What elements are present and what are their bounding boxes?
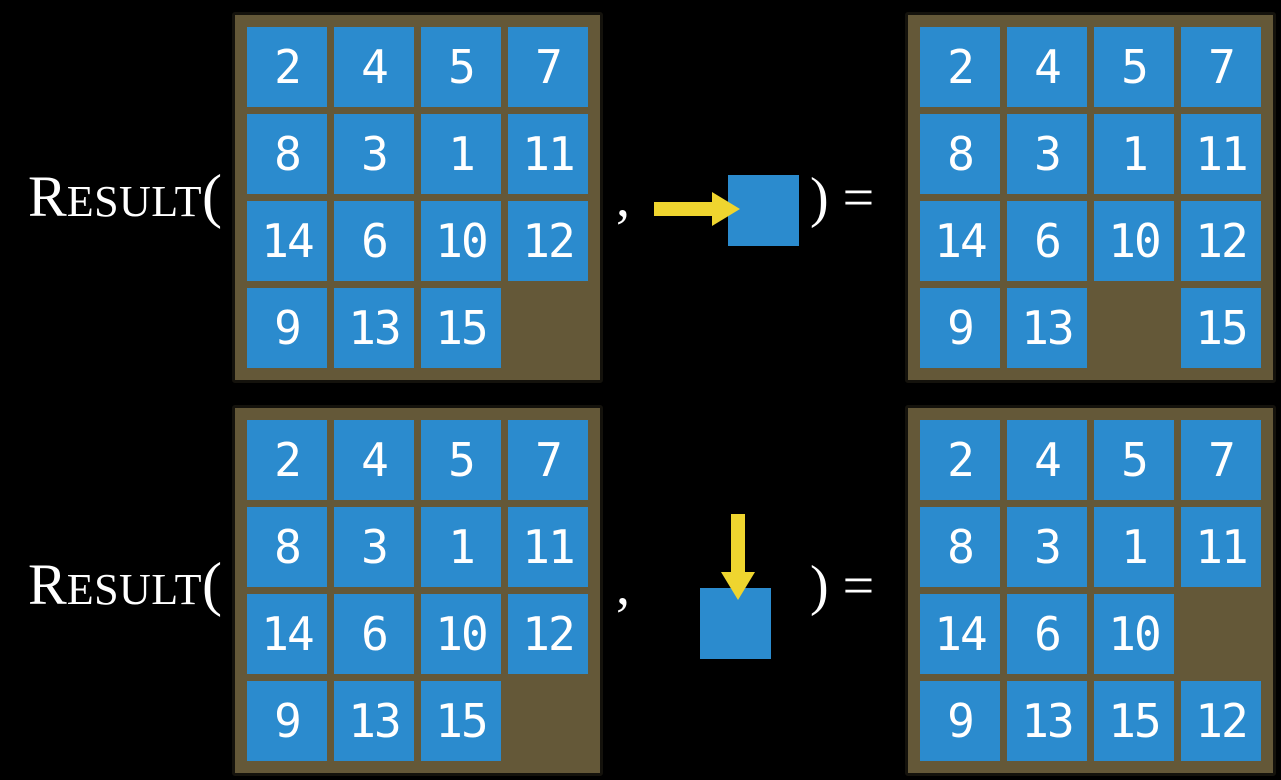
tile-11: 11 <box>1181 507 1261 587</box>
tile-5: 5 <box>421 420 501 500</box>
tile-10: 10 <box>1094 594 1174 674</box>
blank-tile-icon <box>728 175 799 246</box>
tile-7: 7 <box>1181 420 1261 500</box>
tile-6: 6 <box>1007 594 1087 674</box>
tile-3: 3 <box>334 507 414 587</box>
empty-cell <box>1094 288 1174 368</box>
tile-1: 1 <box>1094 114 1174 194</box>
empty-cell <box>508 681 588 761</box>
tile-15: 15 <box>1094 681 1174 761</box>
tile-4: 4 <box>1007 420 1087 500</box>
tile-12: 12 <box>508 594 588 674</box>
tile-14: 14 <box>920 201 1000 281</box>
tile-10: 10 <box>1094 201 1174 281</box>
tile-12: 12 <box>508 201 588 281</box>
tile-5: 5 <box>1094 420 1174 500</box>
comma: , <box>616 167 630 229</box>
close-paren-equals: ) = <box>810 555 875 617</box>
tile-9: 9 <box>247 288 327 368</box>
empty-cell <box>508 288 588 368</box>
tile-8: 8 <box>920 114 1000 194</box>
tile-10: 10 <box>421 594 501 674</box>
blank-tile-icon <box>700 588 771 659</box>
tile-6: 6 <box>1007 201 1087 281</box>
tile-8: 8 <box>247 114 327 194</box>
close-paren-equals: ) = <box>810 167 875 229</box>
tile-2: 2 <box>920 27 1000 107</box>
down-arrow-icon <box>721 514 755 600</box>
tile-14: 14 <box>920 594 1000 674</box>
tile-13: 13 <box>334 288 414 368</box>
tile-13: 13 <box>1007 288 1087 368</box>
tile-3: 3 <box>334 114 414 194</box>
tile-5: 5 <box>1094 27 1174 107</box>
tile-2: 2 <box>247 27 327 107</box>
tile-6: 6 <box>334 594 414 674</box>
tile-10: 10 <box>421 201 501 281</box>
tile-2: 2 <box>920 420 1000 500</box>
tile-11: 11 <box>508 507 588 587</box>
open-paren: ( <box>202 551 223 617</box>
open-paren: ( <box>202 163 223 229</box>
tile-15: 15 <box>421 681 501 761</box>
tile-12: 12 <box>1181 201 1261 281</box>
tile-7: 7 <box>508 420 588 500</box>
tile-7: 7 <box>1181 27 1261 107</box>
tile-4: 4 <box>334 27 414 107</box>
right-arrow-icon <box>654 192 740 226</box>
tile-8: 8 <box>920 507 1000 587</box>
tile-3: 3 <box>1007 114 1087 194</box>
tile-9: 9 <box>920 288 1000 368</box>
tile-13: 13 <box>1007 681 1087 761</box>
tile-14: 14 <box>247 594 327 674</box>
tile-15: 15 <box>1181 288 1261 368</box>
function-label-initial: R <box>28 164 67 229</box>
tile-9: 9 <box>247 681 327 761</box>
tile-6: 6 <box>334 201 414 281</box>
function-label: RESULT( <box>28 552 222 632</box>
tile-9: 9 <box>920 681 1000 761</box>
tile-1: 1 <box>421 507 501 587</box>
tile-1: 1 <box>421 114 501 194</box>
empty-cell <box>1181 594 1261 674</box>
comma: , <box>616 555 630 617</box>
tile-4: 4 <box>1007 27 1087 107</box>
tile-11: 11 <box>508 114 588 194</box>
tile-1: 1 <box>1094 507 1174 587</box>
tile-8: 8 <box>247 507 327 587</box>
tile-4: 4 <box>334 420 414 500</box>
tile-14: 14 <box>247 201 327 281</box>
tile-5: 5 <box>421 27 501 107</box>
tile-15: 15 <box>421 288 501 368</box>
tile-12: 12 <box>1181 681 1261 761</box>
function-label: RESULT( <box>28 164 222 244</box>
function-label-rest: ESULT <box>66 177 203 226</box>
tile-3: 3 <box>1007 507 1087 587</box>
tile-11: 11 <box>1181 114 1261 194</box>
tile-7: 7 <box>508 27 588 107</box>
tile-2: 2 <box>247 420 327 500</box>
function-label-initial: R <box>28 552 67 617</box>
function-label-rest: ESULT <box>66 565 203 614</box>
tile-13: 13 <box>334 681 414 761</box>
